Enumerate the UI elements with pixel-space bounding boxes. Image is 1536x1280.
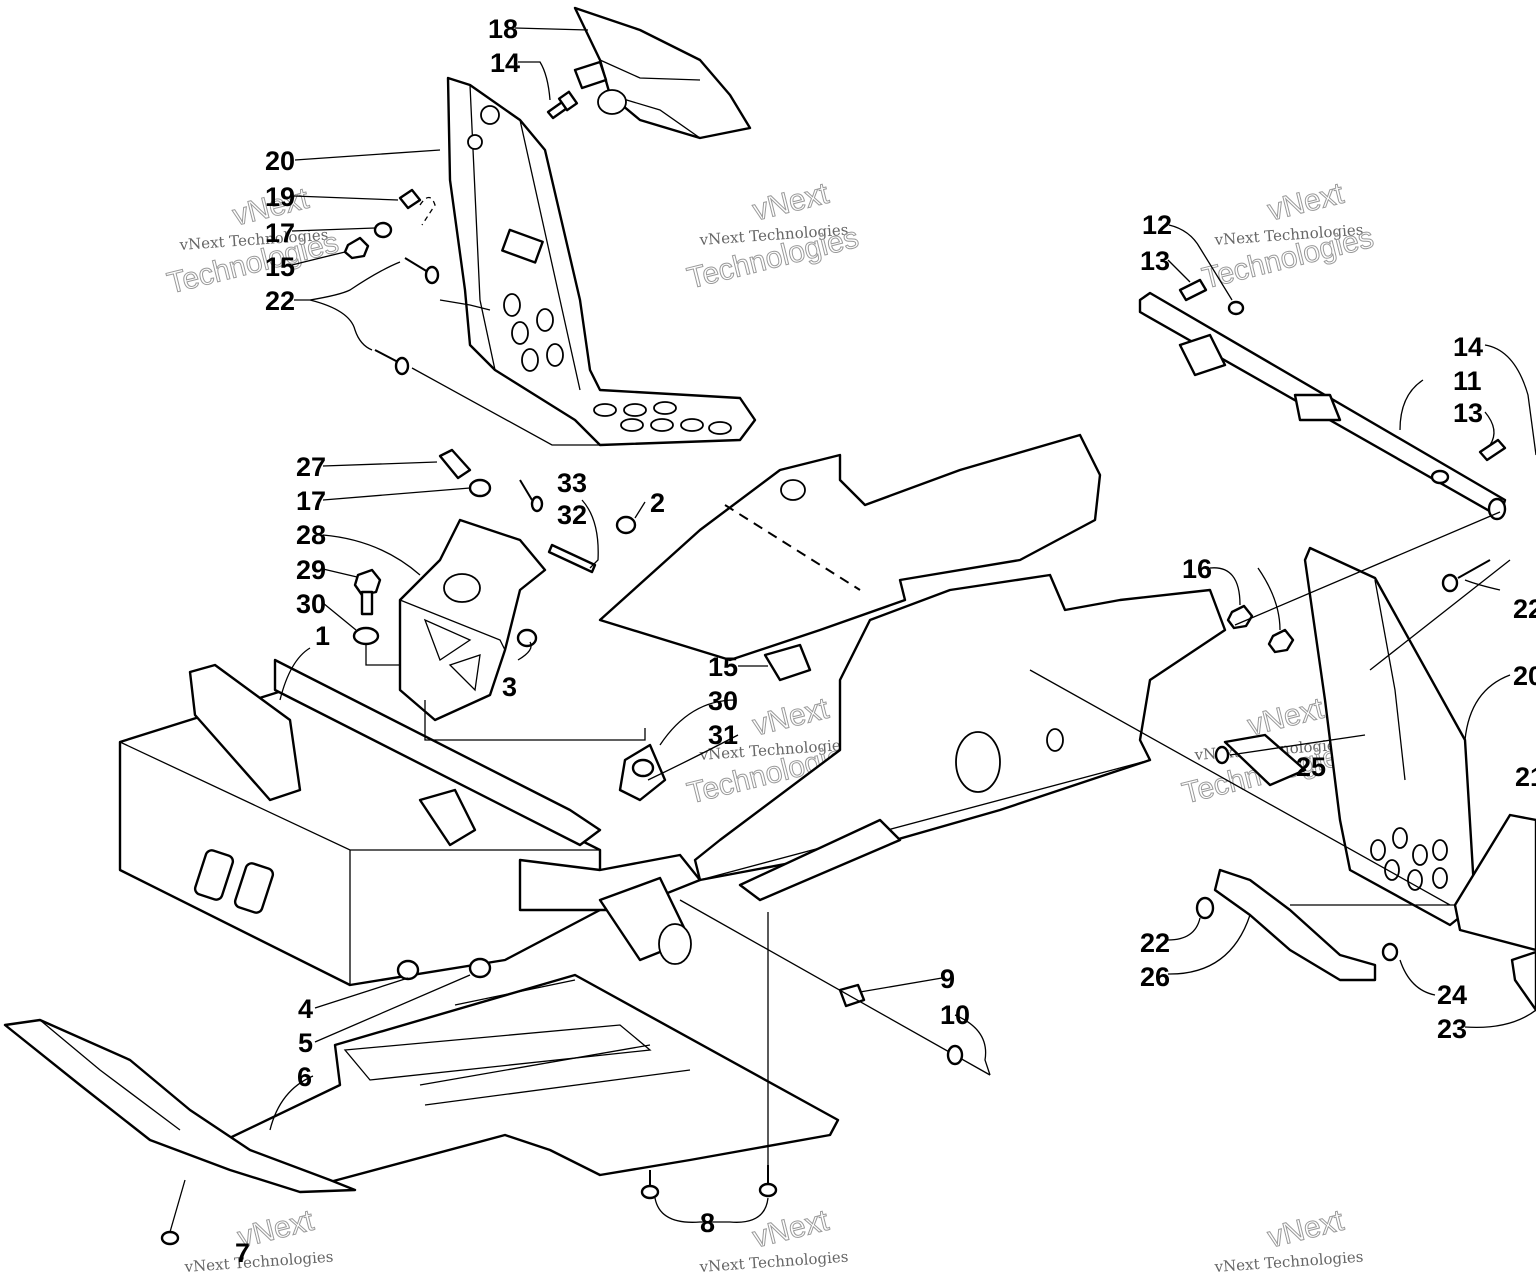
hardware-29-30 (352, 568, 382, 646)
callout-16: 16 (1182, 554, 1212, 584)
front-chassis-part (118, 658, 702, 987)
callout-11: 11 (1453, 366, 1482, 396)
callout-15-left: 15 (265, 252, 295, 282)
callout-14-right: 14 (1453, 332, 1483, 362)
hardware-33-32-2-3 (516, 479, 637, 648)
front-tube-part (598, 876, 692, 965)
callout-27: 27 (296, 452, 326, 482)
callout-5: 5 (298, 1028, 313, 1058)
watermark-big-1: vNext (750, 692, 833, 743)
watermark-big-1: vNext (1245, 692, 1328, 743)
callout-13-left: 13 (1140, 246, 1170, 276)
part-23-edge (1510, 950, 1536, 1012)
hardware-15-30-31 (618, 643, 812, 802)
callout-19: 19 (265, 182, 295, 212)
callout-20-left: 20 (265, 146, 295, 176)
callout-12: 12 (1142, 210, 1172, 240)
callout-30-left: 30 (296, 589, 326, 619)
callout-labels: 1 2 3 4 5 6 7 8 9 10 11 12 13 13 14 14 1… (235, 14, 1536, 1268)
callout-18: 18 (488, 14, 518, 44)
callout-17-top: 17 (265, 218, 295, 248)
watermark: vNext vNext Technologies (698, 1203, 849, 1276)
leader-lines (169, 27, 1536, 1233)
callout-2: 2 (650, 488, 665, 518)
callout-4: 4 (298, 994, 313, 1024)
watermark-small: vNext Technologies (183, 1248, 334, 1276)
callout-24: 24 (1437, 980, 1467, 1010)
callout-32: 32 (557, 500, 587, 530)
callout-3: 3 (502, 672, 517, 702)
callout-15-center: 15 (708, 652, 738, 682)
engine-mount-bracket-28 (398, 518, 547, 722)
callout-26: 26 (1140, 962, 1170, 992)
watermark: vNext vNext Technologies (1213, 1203, 1364, 1276)
callout-25: 25 (1296, 752, 1326, 782)
callout-33: 33 (557, 468, 587, 498)
steering-post-11 (1138, 291, 1507, 521)
callout-10: 10 (940, 1000, 970, 1030)
steering-support-plate-right (1303, 546, 1536, 952)
callout-14-top: 14 (490, 48, 520, 78)
watermark-small: vNext Technologies (698, 1248, 849, 1276)
callout-13-right: 13 (1453, 398, 1483, 428)
watermark: vNext vNext Technologies Technologies (163, 181, 342, 301)
callout-29: 29 (296, 555, 326, 585)
bracket-25 (1214, 733, 1307, 787)
callout-7: 7 (235, 1238, 250, 1268)
hardware-12-13 (1178, 278, 1507, 462)
callout-22-lower: 22 (1140, 928, 1170, 958)
callout-23: 23 (1437, 1014, 1467, 1044)
front-skid-7 (3, 1018, 357, 1194)
callout-21: 21 (1515, 762, 1536, 792)
callout-6: 6 (297, 1062, 312, 1092)
callout-30-center: 30 (708, 686, 738, 716)
hardware-27-17 (438, 448, 492, 498)
callout-9: 9 (940, 964, 955, 994)
rivets-22-left (374, 257, 440, 376)
bushings-4-5 (396, 957, 492, 981)
callout-28: 28 (296, 520, 326, 550)
headlight-housing-part (573, 6, 752, 140)
steering-support-plate-left (446, 76, 757, 447)
callout-1: 1 (315, 621, 330, 651)
watermark-big-1: vNext (1265, 177, 1348, 228)
watermark: vNext vNext Technologies (183, 1203, 334, 1276)
watermark: vNext vNext Technologies Technologies (1198, 176, 1377, 296)
watermark: vNext vNext Technologies Technologies (683, 176, 862, 296)
clip-rivet-9-10 (679, 899, 991, 1076)
lower-bracket-26 (1195, 868, 1399, 982)
watermark-big-1: vNext (1265, 1204, 1348, 1255)
bolt-part-top (546, 90, 579, 120)
watermark-big-1: vNext (750, 1204, 833, 1255)
watermark-big-1: vNext (750, 177, 833, 228)
nuts-16 (1226, 604, 1295, 654)
callout-17-center: 17 (296, 486, 326, 516)
callout-20-right: 20 (1513, 661, 1536, 691)
rivet-22-right (1441, 559, 1491, 593)
callout-31: 31 (708, 720, 738, 750)
watermark-small: vNext Technologies (1213, 1248, 1364, 1276)
callout-22-right: 22 (1513, 594, 1536, 624)
callout-8: 8 (700, 1208, 715, 1238)
callout-22-left: 22 (265, 286, 295, 316)
frame-tunnel-part (598, 433, 1227, 902)
